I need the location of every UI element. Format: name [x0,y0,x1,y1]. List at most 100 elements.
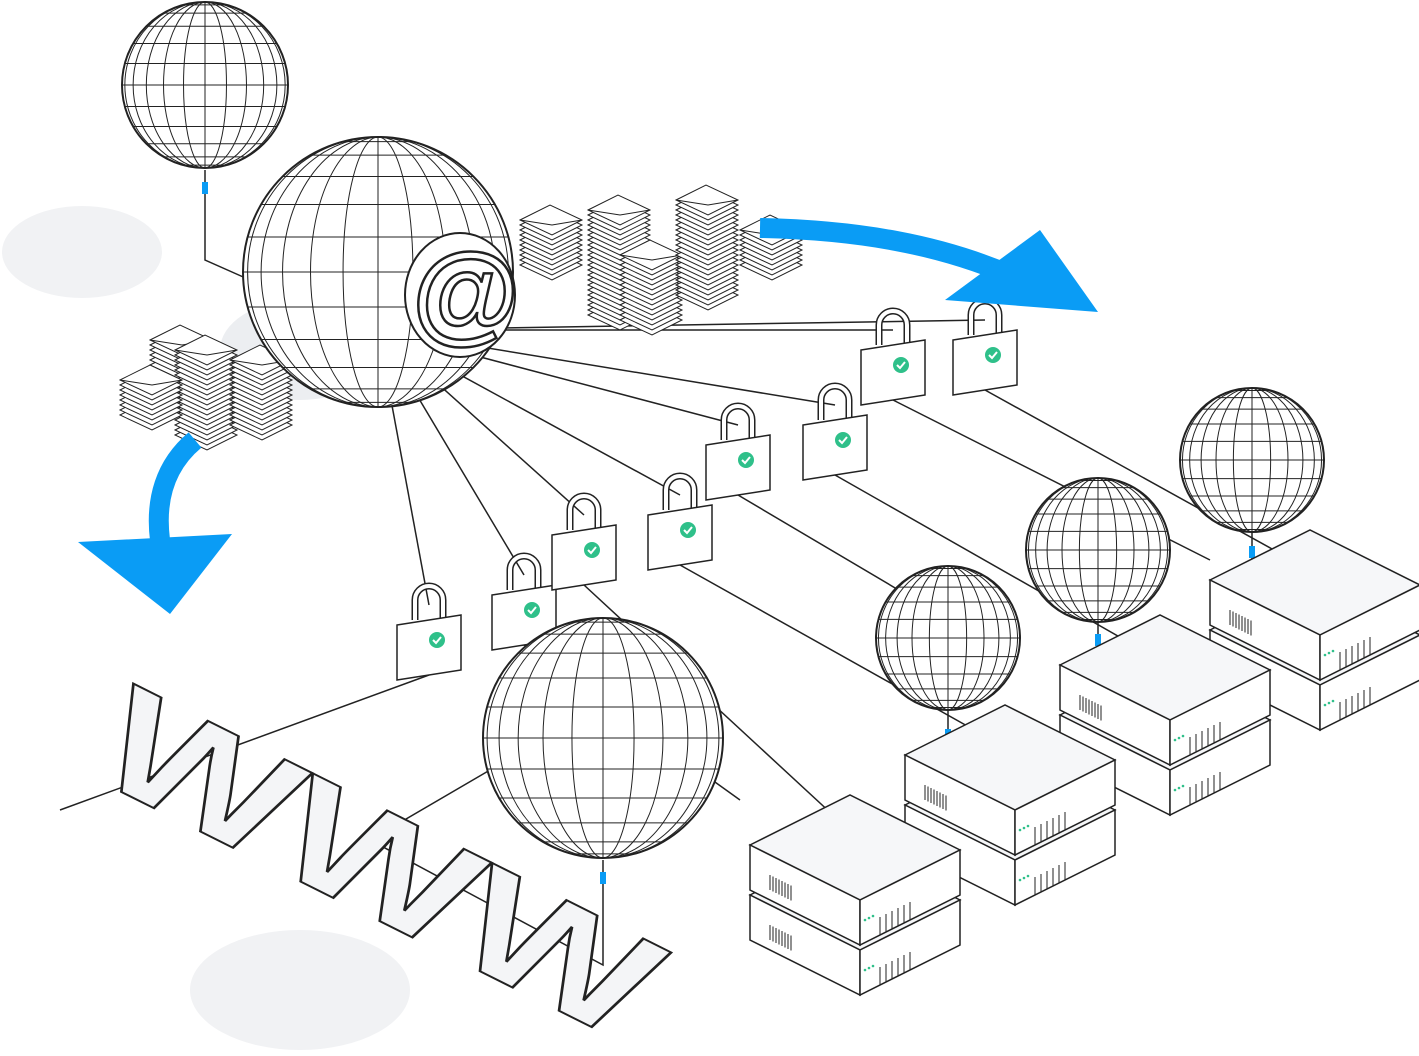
padlock [860,307,926,406]
check-mark [838,436,848,445]
check-mark [896,361,906,370]
check-icon [680,522,696,538]
envelope-stack [618,239,684,336]
envelope-stack [173,334,239,451]
arrow-down-shaft [148,432,202,542]
padlock-shackle-inner [969,299,1001,335]
wire [984,389,1311,571]
padlock-body [551,524,617,591]
check-icon [835,432,851,448]
arrow-right-shaft [759,218,1014,285]
server-unit [1208,529,1419,682]
server-led [1022,876,1026,880]
server-front-face [859,898,961,997]
check-icon [738,452,754,468]
server-led [1173,738,1177,742]
server-front-face [1014,758,1116,857]
server-led [1177,786,1181,790]
server-led [871,964,875,968]
wire-connector [1249,546,1255,558]
padlock-body [647,504,713,571]
server-front-face [1014,808,1116,907]
padlock-shackle-inner [508,554,540,590]
padlock [705,402,771,501]
server-unit [903,704,1117,857]
wire [204,170,251,281]
server-front-face [1169,668,1271,767]
globe [1179,387,1325,533]
envelope-stack [228,344,294,441]
padlocks [396,297,1018,681]
server-led [1181,734,1185,738]
server-racks [748,529,1419,997]
server-unit [1058,614,1272,767]
wire-connector [202,182,208,194]
check-icon [429,632,445,648]
globe [1025,477,1171,623]
server-led [1018,828,1022,832]
padlock-body [952,329,1018,396]
padlock-shackle-inner [413,584,445,620]
globe [121,1,289,169]
server-led [1323,653,1327,657]
globe [875,565,1021,711]
envelope-flap [587,209,651,216]
check-icon [584,542,600,558]
envelope-flap [119,379,183,386]
server-led [1327,651,1331,655]
check-mark [683,526,693,535]
server-front-face [1169,718,1271,817]
arrow-down-head [78,534,232,614]
server-led [1173,788,1177,792]
padlock-body [705,434,771,501]
wire [834,474,1161,661]
padlock-shackle-inner [819,384,851,420]
envelope-flap [519,219,583,226]
check-mark [741,456,751,465]
wire-connector [600,872,606,884]
server-unit [748,794,962,947]
padlock-shackle-inner [722,404,754,440]
padlock [647,472,713,571]
check-icon [893,357,909,373]
envelope-stack [118,364,184,431]
flow-arrows [78,218,1098,614]
server-led [1331,699,1335,703]
server-led [1022,826,1026,830]
check-mark [988,351,998,360]
check-mark [527,606,537,615]
padlock-shackle-inner [877,309,909,345]
check-mark [587,546,597,555]
padlock-shackle-inner [664,474,696,510]
server-led [863,918,867,922]
padlock-body [802,414,868,481]
wire-connector [1095,634,1101,646]
envelope-flap [675,199,739,206]
server-led [1327,701,1331,705]
at-symbol: @ [412,231,519,354]
server-led [1331,649,1335,653]
server-led [1181,784,1185,788]
wire [59,674,430,811]
wire [368,769,604,967]
check-icon [524,602,540,618]
padlock [396,582,462,681]
server-front-face [859,848,961,947]
server-led [867,966,871,970]
globe [482,617,724,859]
server-led [863,968,867,972]
wire [679,564,1011,751]
check-mark [432,636,442,645]
server-led [1323,703,1327,707]
envelope-flap [174,349,238,356]
padlock [491,552,557,651]
envelope-stack [674,184,740,311]
check-icon [985,347,1001,363]
server-led [1018,878,1022,882]
arrow-right-head [945,230,1098,312]
server-front-face [1319,634,1419,732]
envelope-flap [619,254,683,261]
padlock-shackle-inner [568,494,600,530]
server-led [1026,824,1030,828]
